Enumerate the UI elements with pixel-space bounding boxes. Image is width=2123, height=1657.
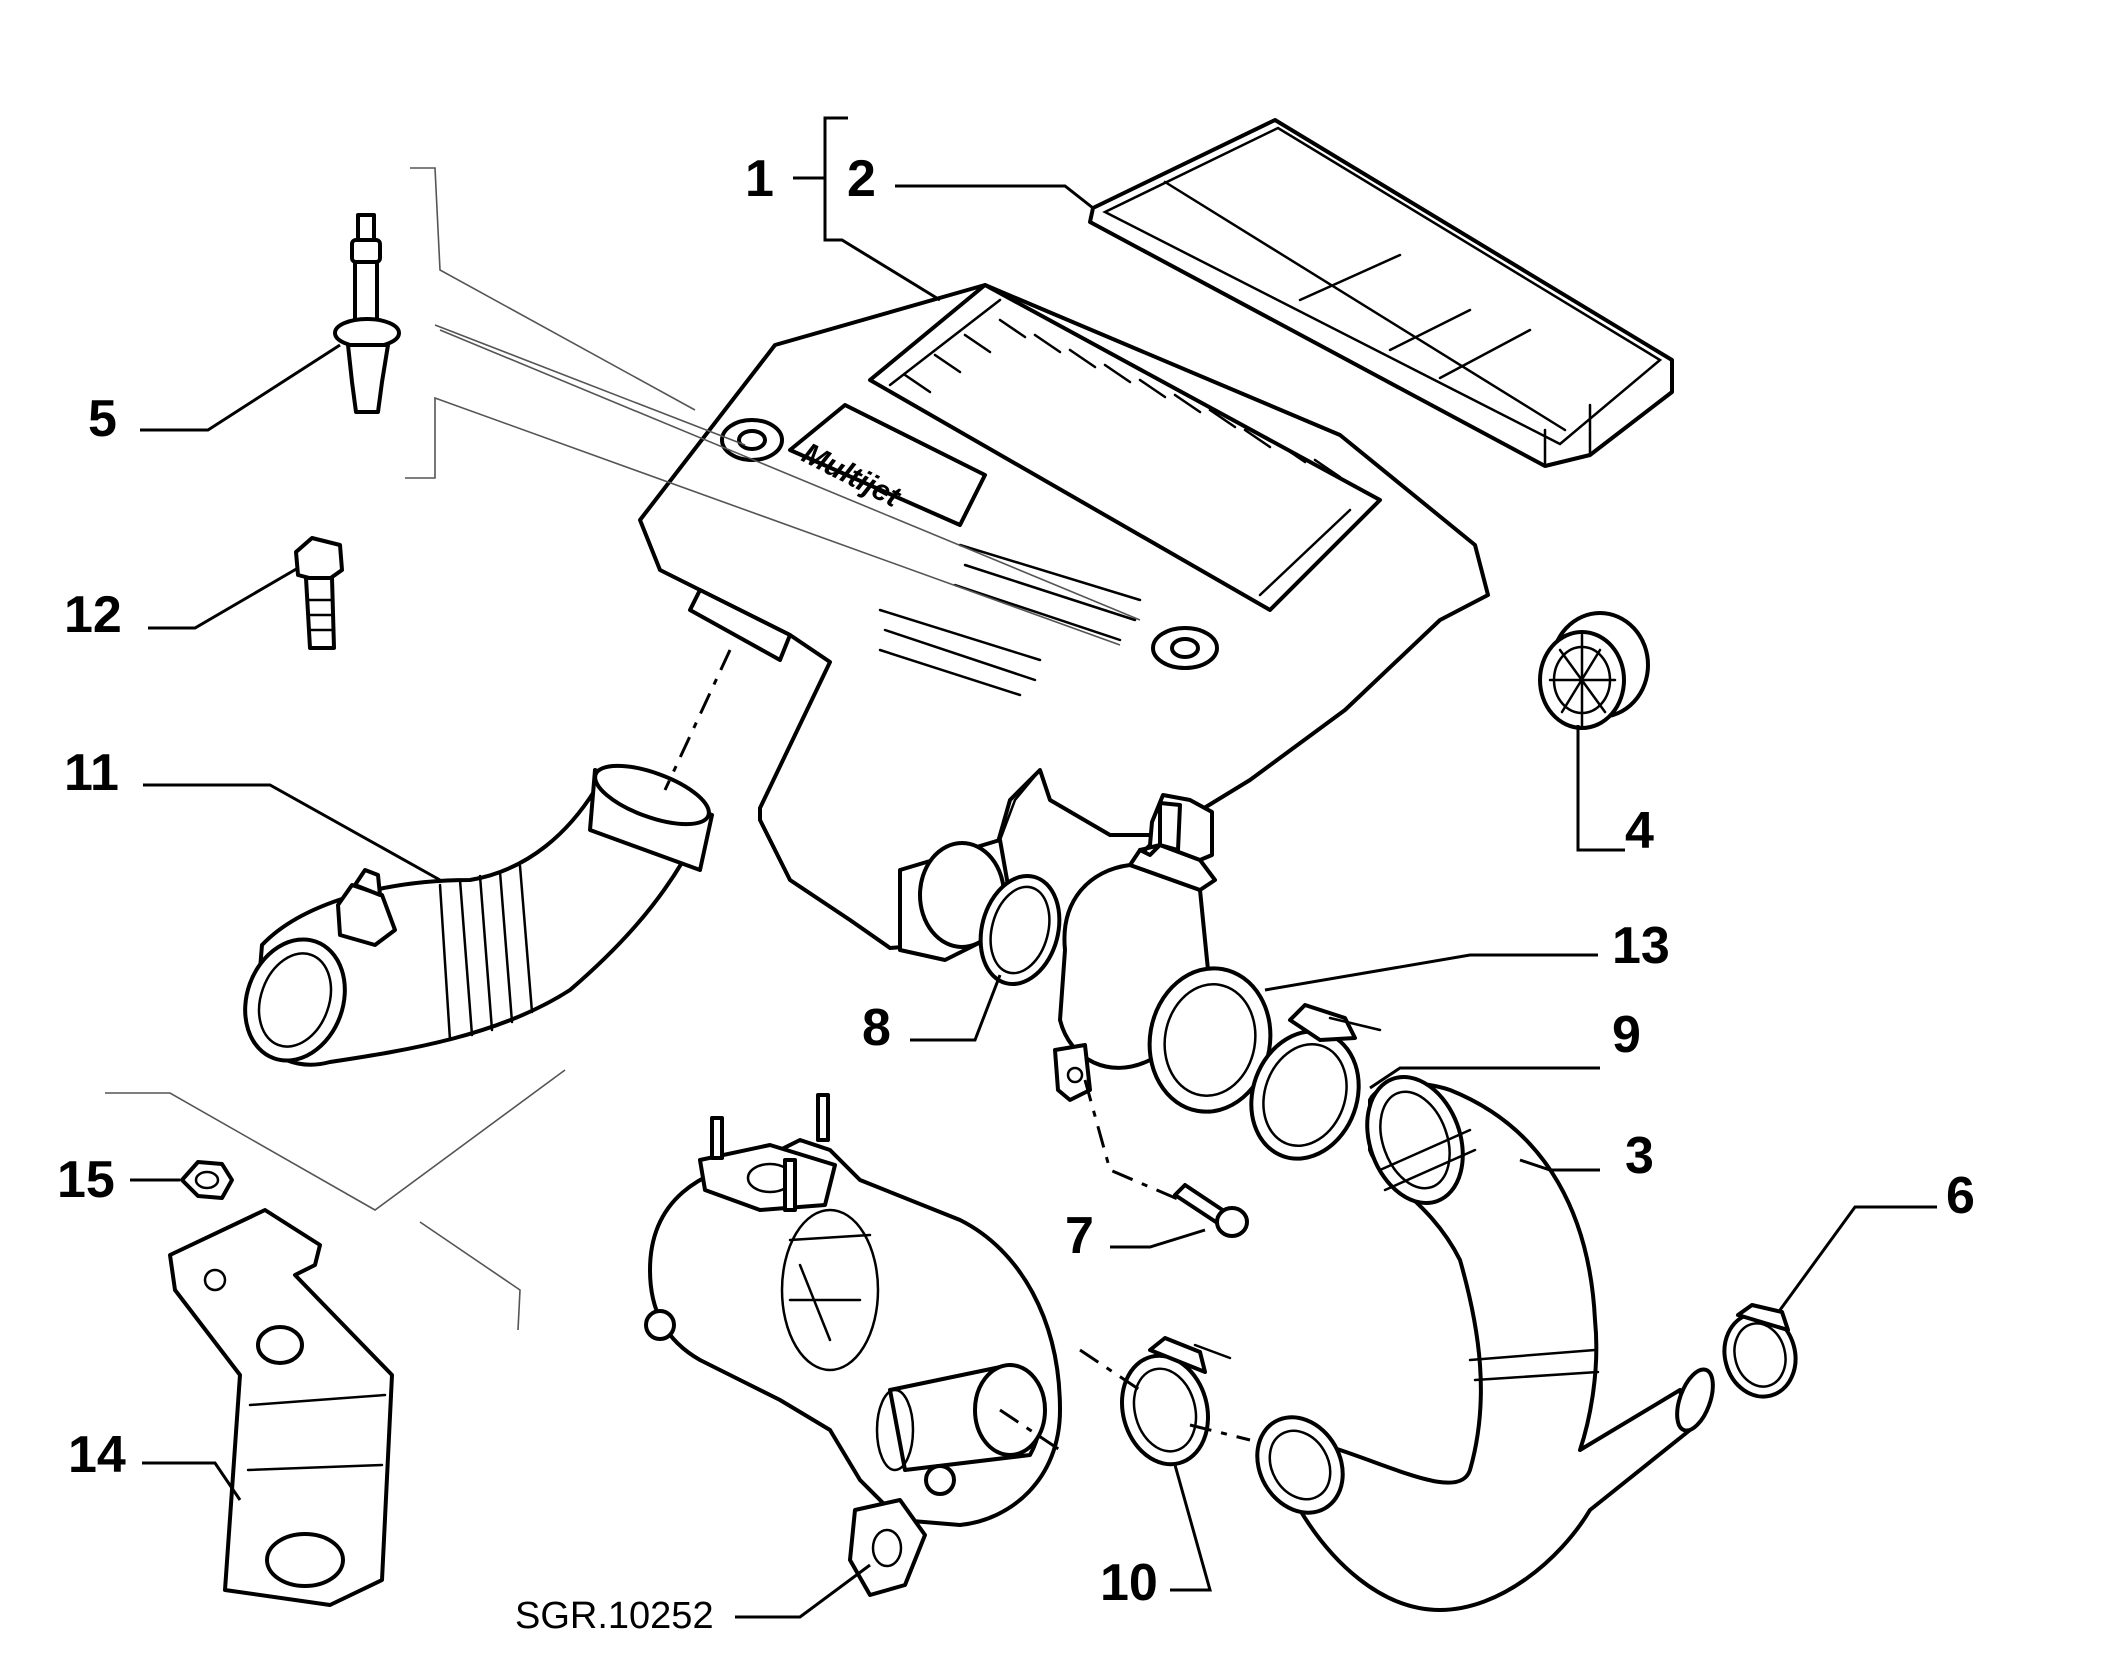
callout-2: 2 [847,150,876,208]
callout-6: 6 [1946,1167,1975,1225]
part-intake-hose [243,763,714,1067]
part-gasket [978,873,1062,987]
callout-15: 15 [57,1151,115,1209]
callout-9: 9 [1612,1006,1641,1064]
part-air-filter-element [1088,118,1674,468]
part-grommet [1538,611,1650,730]
callout-11: 11 [64,744,119,802]
part-screw [1173,1183,1249,1238]
part-clamp-turbo [1120,1336,1232,1467]
part-turbocharger [644,1093,1062,1597]
callout-10: 10 [1100,1554,1158,1612]
callout-1: 1 [745,150,774,208]
callout-5: 5 [88,390,117,448]
callout-13: 13 [1612,917,1670,975]
leader-lines [130,116,1937,1619]
callout-labels: 1 2 3 4 5 6 7 8 9 10 11 12 13 14 15 SGR.… [57,150,1975,1637]
callout-12: 12 [64,586,122,644]
callout-14: 14 [68,1426,126,1484]
part-stud [333,213,401,414]
callout-3: 3 [1625,1127,1654,1185]
part-bolt [294,536,344,650]
part-air-flow-meter [1053,793,1273,1114]
part-turbo-hose [1255,1075,1715,1612]
part-nut [180,1160,234,1200]
part-clamp-small [1722,1303,1798,1399]
callout-4: 4 [1625,802,1654,860]
callout-8: 8 [862,999,891,1057]
part-bracket [168,1208,394,1607]
reference-code: SGR.10252 [515,1595,714,1637]
part-air-box-cover: Multijet [638,283,1490,962]
guide-lines [105,167,1141,1331]
callout-7: 7 [1065,1207,1094,1265]
assembly-dash-lines [663,649,1251,1452]
part-clamp-large [1249,1003,1382,1161]
